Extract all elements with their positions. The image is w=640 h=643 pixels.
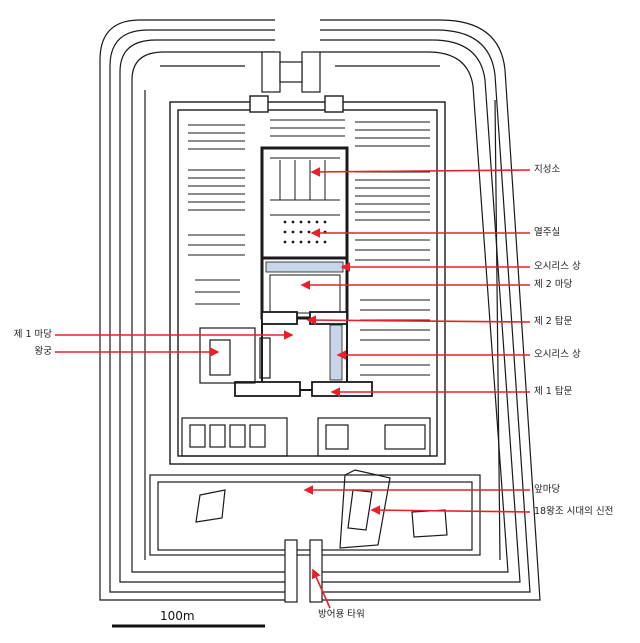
label-forecourt: 앞마당 xyxy=(534,484,561,495)
callout-arrows xyxy=(55,167,531,609)
label-court1: 제 1 마당 xyxy=(13,329,52,340)
osiris-statues-lower xyxy=(329,324,343,381)
scale-label: 100m xyxy=(160,609,195,623)
label-tower: 방어용 타워 xyxy=(318,609,365,620)
south-gate xyxy=(284,539,323,603)
label-osiris-lower: 오시리스 상 xyxy=(534,349,581,360)
label-osiris-upper: 오시리스 상 xyxy=(534,261,581,272)
lower-buildings xyxy=(181,417,431,457)
osiris-statues-upper xyxy=(265,261,344,273)
label-pylon1: 제 1 탑문 xyxy=(534,386,573,397)
label-sanctuary: 지성소 xyxy=(534,164,561,175)
label-pylon2: 제 2 탑문 xyxy=(534,316,573,327)
outer-enclosure xyxy=(99,19,541,601)
label-temple18: 18왕조 시대의 신전 xyxy=(534,506,614,517)
main-temple xyxy=(260,146,349,391)
hypostyle-columns xyxy=(283,220,327,244)
label-palace: 왕궁 xyxy=(34,346,52,357)
label-court2: 제 2 마당 xyxy=(534,279,573,290)
palace xyxy=(199,327,271,384)
label-hypostyle: 열주실 xyxy=(534,227,561,238)
inner-enclosure xyxy=(169,95,446,465)
north-gate xyxy=(261,51,321,93)
